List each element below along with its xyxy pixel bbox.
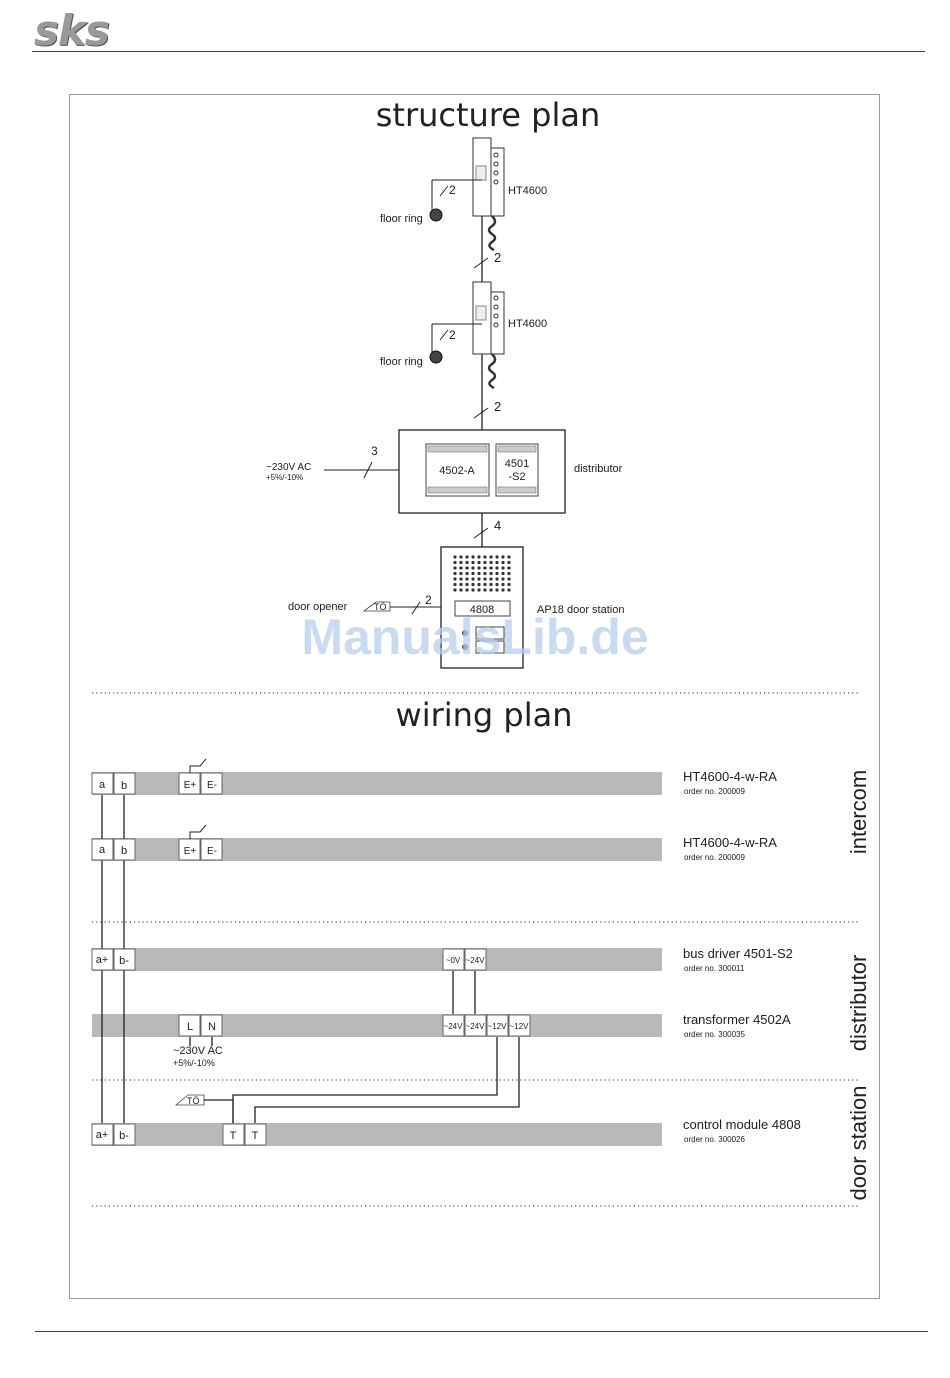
floor-ring-2-icon xyxy=(429,350,443,364)
header-divider xyxy=(32,51,925,52)
distributor-module-4501-line2: -S2 xyxy=(508,471,525,483)
ctrl-terminal-a: a+ xyxy=(96,1129,109,1141)
diagram-frame xyxy=(69,94,880,1299)
handset-1-icon xyxy=(472,137,505,252)
ctrl-name: control module 4808 xyxy=(683,1117,801,1132)
trans-terminal-n: N xyxy=(208,1021,216,1033)
bus-terminal-24v: ~24V xyxy=(466,956,486,965)
handset-2: HT4600 2 floor ring 2 xyxy=(380,281,547,419)
door-opener-label: door opener xyxy=(288,601,348,613)
handset-2-bell-wires: 2 xyxy=(449,328,456,342)
module-bars xyxy=(92,772,662,1146)
ctrl-terminal-t1: T xyxy=(230,1130,237,1142)
ht1-terminal-e-plus: E+ xyxy=(184,780,197,791)
group-door-station: door station xyxy=(846,1086,871,1201)
handset-1-wires: 2 xyxy=(494,250,501,265)
ht2-terminal-e-plus: E+ xyxy=(184,846,197,857)
structure-plan-title: structure plan xyxy=(376,96,600,134)
ctrl-order: order no. 300026 xyxy=(684,1135,745,1144)
ht2-terminal-e-minus: E- xyxy=(207,846,217,857)
ctrl-terminal-b: b- xyxy=(119,1130,129,1142)
footer-divider xyxy=(35,1331,928,1332)
door-station: 4808 AP18 door station 2 TÖ door opener xyxy=(288,546,624,669)
sks-logo: sks xyxy=(34,6,110,55)
ht2-terminal-a: a xyxy=(99,844,106,856)
door-station-label: AP18 door station xyxy=(537,604,624,616)
mains-label: ~230V AC xyxy=(266,462,311,473)
ht2-name: HT4600-4-w-RA xyxy=(683,835,777,850)
group-intercom: intercom xyxy=(846,770,871,854)
trans-name: transformer 4502A xyxy=(683,1012,791,1027)
ht1-name: HT4600-4-w-RA xyxy=(683,769,777,784)
door-opener-icon: TÖ xyxy=(362,601,391,612)
handset-2-label: HT4600 xyxy=(508,318,547,330)
trans-mains-tolerance: +5%/-10% xyxy=(173,1058,215,1068)
ht2-switch-icon xyxy=(189,824,207,839)
group-distributor: distributor xyxy=(846,955,871,1052)
ctrl-terminal-t2: T xyxy=(252,1130,259,1142)
door-opener-symbol: TÖ xyxy=(374,602,387,612)
mains-wires: 3 xyxy=(371,444,378,458)
distributor-wires xyxy=(189,971,520,1123)
ht2-order: order no. 200009 xyxy=(684,853,745,862)
row-labels: HT4600-4-w-RA order no. 200009 HT4600-4-… xyxy=(683,769,801,1144)
watermark: ManualsLib.de xyxy=(301,609,648,665)
door-station-wires: 2 xyxy=(425,593,432,607)
group-labels: intercom distributor door station xyxy=(846,770,871,1201)
mains-tolerance: +5%/-10% xyxy=(266,473,303,482)
ctrl-door-opener-symbol: TÖ xyxy=(187,1096,200,1106)
ht1-terminal-e-minus: E- xyxy=(207,780,217,791)
distributor-module-4501-line1: 4501 xyxy=(505,458,529,470)
ht1-terminal-a: a xyxy=(99,779,106,791)
ctrl-door-opener-icon: TÖ xyxy=(174,1094,205,1106)
bus-terminal-a: a+ xyxy=(96,954,109,966)
speaker-grille-icon xyxy=(453,555,511,592)
bus-terminal-b: b- xyxy=(119,955,129,967)
distributor-module-4502: 4502-A xyxy=(439,465,475,477)
bus-order: order no. 300011 xyxy=(684,964,745,973)
handset-1-label: HT4600 xyxy=(508,185,547,197)
ht2-terminal-b: b xyxy=(121,845,127,857)
door-station-module: 4808 xyxy=(470,604,494,616)
handset-2-wires: 2 xyxy=(494,399,501,414)
handset-1-bell-wires: 2 xyxy=(449,183,456,197)
trans-terminal-l: L xyxy=(187,1021,193,1033)
trans-terminal-24v-a: ~24V xyxy=(444,1022,464,1031)
handset-2-icon xyxy=(472,281,505,390)
distributor-box: 4502-A 4501 -S2 distributor 3 ~230V AC +… xyxy=(266,429,623,539)
dotted-separators xyxy=(92,692,858,1207)
floor-ring-1-icon xyxy=(429,208,443,222)
terminals: a b E+ E- a b E+ E- a+ b- ~0V ~24V L N xyxy=(91,758,531,1146)
floor-ring-1-label: floor ring xyxy=(380,213,423,225)
ht1-order: order no. 200009 xyxy=(684,787,745,796)
ht1-switch-icon xyxy=(189,758,207,773)
distributor-wires: 4 xyxy=(494,518,501,533)
bus-terminal-0v: ~0V xyxy=(446,956,461,965)
distributor-label: distributor xyxy=(574,463,623,475)
trans-terminal-24v-b: ~24V xyxy=(466,1022,486,1031)
trans-order: order no. 300035 xyxy=(684,1030,745,1039)
ht1-terminal-b: b xyxy=(121,780,127,792)
handset-1: HT4600 2 floor ring 2 xyxy=(380,137,547,269)
trans-terminal-12v-a: ~12V xyxy=(488,1022,508,1031)
trans-terminal-12v-b: ~12V xyxy=(510,1022,530,1031)
bus-name: bus driver 4501-S2 xyxy=(683,946,793,961)
wiring-plan-title: wiring plan xyxy=(396,696,573,734)
floor-ring-2-label: floor ring xyxy=(380,356,423,368)
trans-mains-label: ~230V AC xyxy=(173,1045,223,1057)
